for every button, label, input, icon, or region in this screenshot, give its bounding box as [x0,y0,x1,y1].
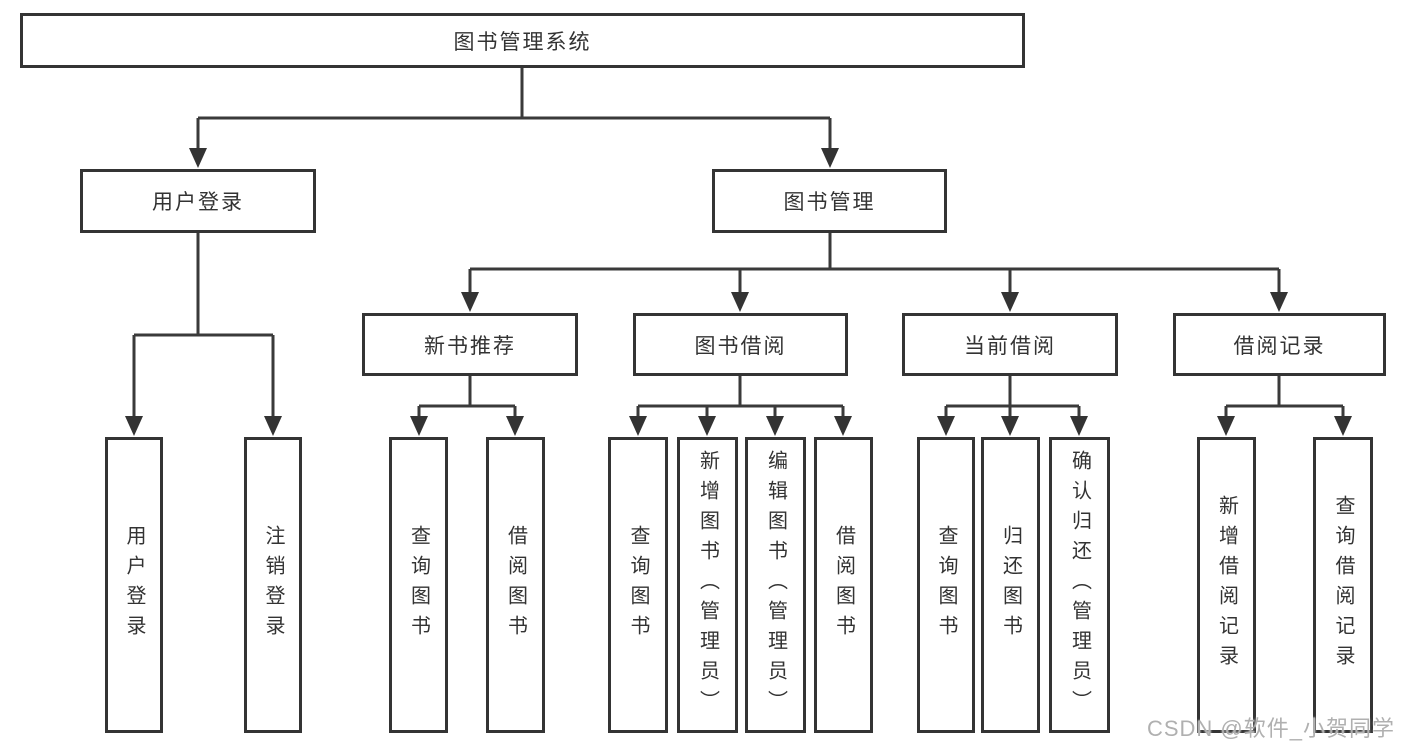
leaf-return-books: 归还图书 [981,437,1040,733]
leaf-borrow-books-1: 借阅图书 [486,437,545,733]
node-book-borrow-label: 图书借阅 [694,334,787,358]
node-new-book-recommend: 新书推荐 [362,313,578,376]
node-current-borrow: 当前借阅 [902,313,1118,376]
node-book-management-label: 图书管理 [783,191,876,214]
leaf-return-books-label: 归还图书 [999,525,1022,645]
leaf-confirm-return-admin: 确认归还（管理员） [1049,437,1110,733]
leaf-query-books-2-label: 查询图书 [627,525,649,645]
node-book-borrow: 图书借阅 [633,313,848,376]
leaf-query-books-3-label: 查询图书 [935,525,957,645]
leaf-query-books-1-label: 查询图书 [407,525,430,645]
leaf-logout-label: 注销登录 [262,525,284,645]
leaf-query-books-2: 查询图书 [608,437,668,733]
leaf-logout: 注销登录 [244,437,302,733]
leaf-query-borrow-record-label: 查询借阅记录 [1332,495,1354,675]
leaf-add-books-admin-label: 新增图书（管理员） [696,450,719,720]
leaf-add-books-admin: 新增图书（管理员） [677,437,738,733]
node-user-login: 用户登录 [80,169,316,233]
leaf-borrow-books-2: 借阅图书 [814,437,873,733]
csdn-watermark: CSDN @软件_小贺同学 [1146,716,1395,741]
leaf-user-login: 用户登录 [105,437,163,733]
node-current-borrow-label: 当前借阅 [964,334,1056,358]
leaf-query-borrow-record: 查询借阅记录 [1313,437,1373,733]
node-borrow-records: 借阅记录 [1173,313,1386,376]
leaf-borrow-books-2-label: 借阅图书 [832,525,855,645]
root-node-label: 图书管理系统 [453,30,592,54]
root-node-library-system: 图书管理系统 [20,13,1025,68]
leaf-add-borrow-record-label: 新增借阅记录 [1215,495,1238,675]
node-book-management: 图书管理 [712,169,947,233]
leaf-user-login-label: 用户登录 [123,525,145,645]
leaf-query-books-1: 查询图书 [389,437,448,733]
leaf-borrow-books-1-label: 借阅图书 [504,525,527,645]
node-borrow-records-label: 借阅记录 [1233,334,1326,358]
leaf-query-books-3: 查询图书 [917,437,975,733]
leaf-add-borrow-record: 新增借阅记录 [1197,437,1256,733]
node-new-book-recommend-label: 新书推荐 [424,334,516,358]
leaf-edit-books-admin: 编辑图书（管理员） [745,437,806,733]
leaf-confirm-return-admin-label: 确认归还（管理员） [1068,450,1091,720]
node-user-login-label: 用户登录 [152,191,244,214]
leaf-edit-books-admin-label: 编辑图书（管理员） [764,450,787,720]
